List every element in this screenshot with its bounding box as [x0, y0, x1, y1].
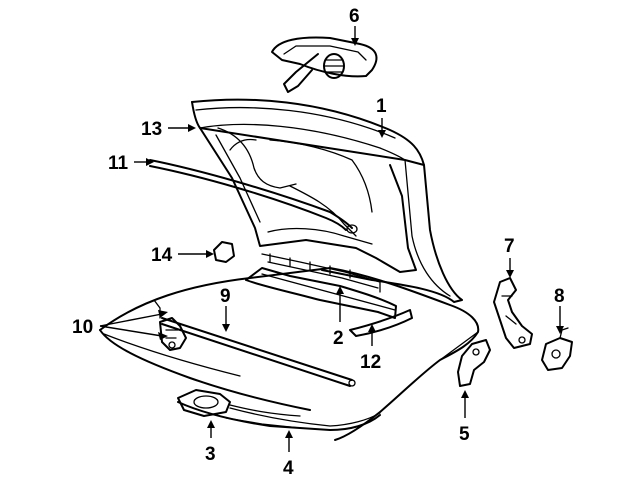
cowl-seal	[349, 309, 413, 337]
latch-striker	[541, 327, 573, 371]
callout-12: 12	[360, 352, 381, 373]
hinge-mount	[457, 339, 491, 387]
release-rod	[161, 317, 356, 387]
callout-3: 3	[205, 444, 216, 465]
callout-9: 9	[220, 286, 231, 307]
hood-inner-panel	[199, 127, 417, 273]
fender-body-outline	[99, 267, 480, 441]
hood-latch	[153, 299, 187, 351]
hood-hinge	[493, 277, 533, 349]
callout-8: 8	[554, 286, 565, 307]
callout-5: 5	[459, 424, 470, 445]
callout-6: 6	[349, 6, 360, 27]
release-cable	[229, 407, 381, 427]
cowl-vent-grille	[245, 253, 397, 319]
hood-panel	[191, 98, 463, 303]
callout-14: 14	[151, 245, 173, 266]
release-handle	[177, 389, 301, 417]
callout-13: 13	[141, 119, 162, 140]
bumper-stop	[213, 241, 235, 263]
callout-10: 10	[72, 317, 93, 338]
callout-11: 11	[108, 153, 129, 174]
leader-lines	[99, 26, 564, 452]
hood-seal-strip	[149, 159, 358, 234]
callout-4: 4	[283, 458, 294, 479]
callout-7: 7	[504, 236, 515, 257]
callout-labels: 1 2 3 4 5 6 7 8 9 10 11 12 13 14	[72, 6, 565, 479]
hood-support-bracket	[271, 36, 378, 93]
callout-1: 1	[376, 96, 387, 117]
callout-2: 2	[333, 328, 344, 349]
